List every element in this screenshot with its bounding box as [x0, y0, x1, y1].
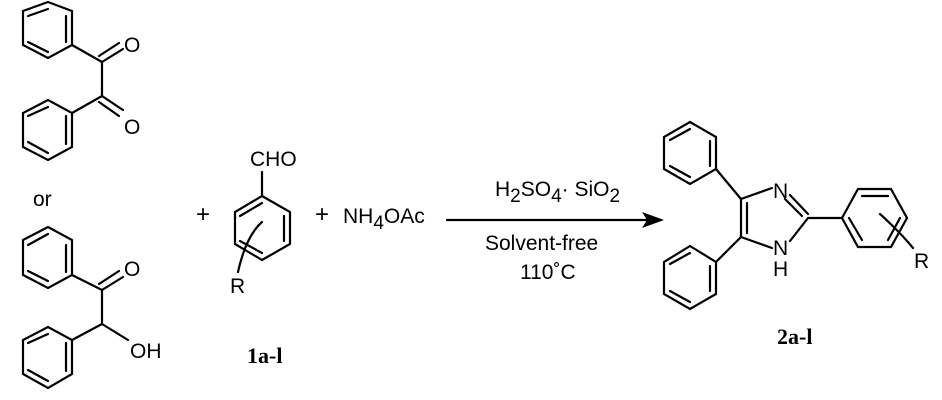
- product-phenyl-ring-1: [662, 120, 718, 186]
- ammonium-acetate-reagent: NH4OAc: [343, 205, 425, 234]
- product-compound-label: 2a-l: [777, 324, 812, 349]
- aldehyde-cho-group: CHO: [250, 148, 297, 171]
- benzoin-structure: O OH: [21, 225, 162, 390]
- benzoin-phenyl-ring-2: [21, 325, 74, 390]
- benzil-oxygen-1: O: [124, 34, 140, 57]
- benzoin-oxygen: O: [124, 258, 140, 281]
- aldehyde-r-group: R: [230, 275, 245, 298]
- product-imine-nitrogen: N: [773, 180, 788, 203]
- product-phenyl-ring-3: [840, 187, 909, 249]
- plus-sign-2: +: [315, 201, 329, 228]
- or-separator: or: [33, 188, 52, 211]
- aldehyde-compound-label: 1a-l: [247, 343, 282, 368]
- product-nh-nitrogen: N: [773, 237, 788, 260]
- benzoin-hydroxyl: OH: [130, 340, 162, 363]
- reaction-arrow-head: [642, 212, 664, 228]
- product-nh-hydrogen: H: [773, 258, 788, 281]
- temperature-condition: 110˚C: [520, 261, 576, 284]
- benzil-structure: O O: [21, 0, 140, 162]
- plus-sign-1: +: [196, 201, 210, 228]
- solvent-condition: Solvent-free: [485, 232, 598, 255]
- aldehyde-structure: CHO R: [230, 148, 297, 298]
- aldehyde-phenyl-ring: [233, 194, 292, 262]
- catalyst-label: H2SO4· SiO2: [495, 178, 620, 207]
- benzil-phenyl-ring-1: [21, 0, 74, 60]
- benzoin-phenyl-ring-1: [21, 225, 74, 290]
- product-r-group: R: [914, 250, 929, 273]
- product-phenyl-ring-2: [662, 244, 718, 311]
- product-structure: N N H R: [662, 120, 929, 311]
- benzil-oxygen-2: O: [124, 116, 140, 139]
- benzil-phenyl-ring-2: [21, 98, 74, 162]
